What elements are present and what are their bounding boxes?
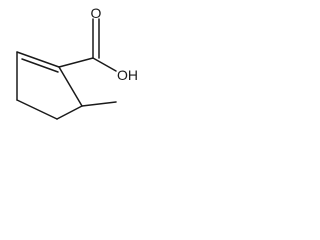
ring-bond-c4-c3 xyxy=(56,105,83,120)
ring-bond-c1-c2-double-inner xyxy=(21,58,59,73)
ring-bond-c5-c4 xyxy=(16,99,58,120)
carbonyl-oxygen-label: O xyxy=(91,5,102,21)
carboxyl-c-bond xyxy=(58,57,94,68)
ring-bond-c1-c2-double xyxy=(16,51,60,68)
hydroxyl-label: OH xyxy=(117,67,138,83)
ring-bond-c3-c2 xyxy=(58,66,83,107)
hydroxyl-bond xyxy=(92,57,117,72)
methyl-bond xyxy=(81,101,117,107)
structural-formula: O OH xyxy=(16,5,138,120)
